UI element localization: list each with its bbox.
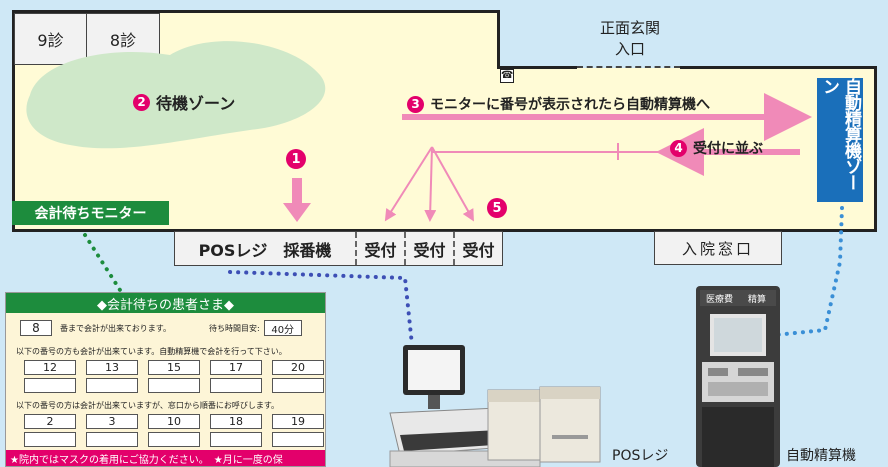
reception-counter-3: 受付: [453, 232, 502, 265]
step-4-badge: 4: [670, 139, 687, 157]
screen-ticker: ★院内ではマスクの着用にご協力ください。 ★月に一度の保: [6, 450, 325, 466]
list-item-empty: [272, 378, 324, 393]
counter-row: POSレジ 採番機 受付 受付 受付: [174, 231, 503, 266]
list-item-empty: [148, 378, 200, 393]
wait-time-label: 待ち時間目安:: [209, 323, 260, 333]
entrance-line-2: 入口: [614, 40, 645, 58]
list-item-empty: [210, 432, 262, 447]
monitor-tag: 会計待ちモニター: [12, 201, 169, 225]
pos-register-illustration: [389, 345, 601, 467]
current-number-text: 番まで会計が出来ております。: [60, 323, 171, 333]
pos-register-caption: POSレジ: [612, 448, 669, 464]
list-item-empty: [86, 378, 138, 393]
wait-time-row: 待ち時間目安: 40分: [209, 320, 302, 336]
machine-sign-1: 医療費: [706, 293, 733, 305]
auto-payment-zone: 自動精算機ゾーン: [817, 78, 863, 202]
list-item: 12: [24, 360, 76, 375]
waiting-zone-area: [26, 41, 326, 149]
step-4-label: 4 受付に並ぶ: [670, 138, 763, 158]
window-list-description: 以下の番号の方は会計が出来ていますが、窓口から順番にお呼びします。: [16, 401, 280, 410]
window-list-numbers: 2 3 10 18 19: [24, 414, 324, 429]
waiting-zone-label: 2 待機ゾーン: [133, 90, 235, 114]
list-item: 3: [86, 414, 138, 429]
wall-line: [497, 10, 500, 68]
reception-counter-2: 受付: [404, 232, 453, 265]
step-3-label: 3 モニターに番号が表示されたら自動精算機へ: [407, 94, 710, 114]
current-number-row: 8 番まで会計が出来ております。: [20, 320, 171, 336]
auto-payment-machine-illustration: 医療費 精算: [696, 286, 780, 467]
list-item: 15: [148, 360, 200, 375]
machine-sign-2: 精算: [748, 293, 766, 305]
list-item-empty: [24, 378, 76, 393]
entrance-cutout: [497, 0, 888, 68]
list-item: 10: [148, 414, 200, 429]
step-4-text: 受付に並ぶ: [693, 141, 763, 157]
auto-connector: [763, 206, 844, 338]
pos-connector: [228, 270, 414, 347]
wall-line: [680, 66, 877, 69]
pos-numbering-counter: POSレジ 採番機: [198, 240, 332, 260]
screen-title: ◆会計待ちの患者さま◆: [6, 293, 325, 313]
list-item-empty: [24, 432, 76, 447]
split-arrow-3: [431, 146, 474, 222]
waiting-monitor-screen: ◆会計待ちの患者さま◆ 8 番まで会計が出来ております。 待ち時間目安: 40分…: [5, 292, 326, 467]
list-item: 19: [272, 414, 324, 429]
list-item: 17: [210, 360, 262, 375]
split-arrow-2: [424, 146, 437, 222]
step-5-label: 5: [487, 198, 513, 218]
waiting-zone-text: 待機ゾーン: [156, 94, 236, 113]
auto-payment-caption: 自動精算機: [786, 448, 856, 464]
entrance-label: 正面玄関 入口: [580, 18, 680, 60]
admission-window: 入院窓口: [654, 231, 782, 265]
room-9: 9診: [14, 13, 87, 65]
auto-list-description: 以下の番号の方も会計が出来ています。自動精算機で会計を行って下さい。: [16, 347, 287, 356]
list-item: 18: [210, 414, 262, 429]
reception-counter-1: 受付: [355, 232, 404, 265]
window-list-empty: [24, 432, 324, 447]
entrance-line-1: 正面玄関: [599, 19, 660, 37]
list-item: 13: [86, 360, 138, 375]
step-1-label: 1: [286, 149, 312, 169]
split-arrow-1: [384, 146, 433, 222]
list-item-empty: [86, 432, 138, 447]
list-item-empty: [210, 378, 262, 393]
list-item-empty: [272, 432, 324, 447]
auto-list-empty: [24, 378, 324, 393]
list-item: 2: [24, 414, 76, 429]
phone-icon: ☎: [500, 69, 514, 83]
list-item: 20: [272, 360, 324, 375]
arrow-to-numbering-head: [283, 203, 311, 222]
monitor-connector: [83, 233, 122, 292]
list-item-empty: [148, 432, 200, 447]
step-3-text: モニターに番号が表示されたら自動精算機へ: [430, 97, 710, 113]
current-number-box: 8: [20, 320, 52, 336]
entrance-doorway: [577, 66, 680, 69]
auto-list-numbers: 12 13 15 17 20: [24, 360, 324, 375]
wall-line: [497, 66, 577, 69]
step-3-badge: 3: [407, 95, 424, 113]
wait-time-box: 40分: [263, 320, 302, 336]
step-1-badge: 1: [286, 149, 306, 169]
step-2-badge: 2: [133, 93, 150, 111]
step-5-badge: 5: [487, 198, 507, 218]
